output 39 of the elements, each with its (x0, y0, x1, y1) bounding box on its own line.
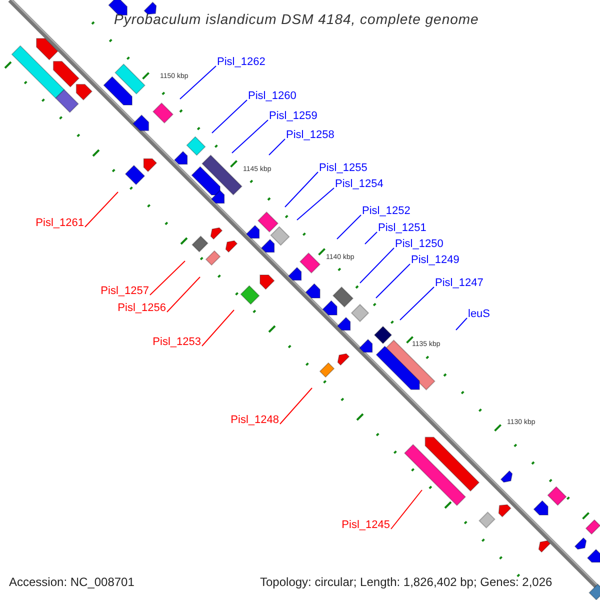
gene-label: Pisl_1249 (411, 254, 460, 267)
gene-label: Pisl_1250 (395, 238, 444, 251)
leader-line (360, 248, 394, 284)
gene-label: Pisl_1253 (152, 336, 201, 349)
gene-label: Pisl_1256 (118, 302, 166, 315)
gene-label: Pisl_1252 (362, 205, 410, 218)
leader-line (296, 188, 334, 220)
leader-line (284, 172, 318, 208)
leader-line (280, 388, 312, 424)
leader-line (202, 310, 234, 346)
leader-line (150, 260, 186, 296)
leader-line (232, 120, 268, 154)
gene-label: Pisl_1248 (230, 414, 279, 427)
leader-line (212, 100, 248, 134)
gene-label: leuS (468, 308, 490, 321)
leader-line (268, 138, 286, 156)
leader-line (400, 286, 434, 320)
gene-label: Pisl_1260 (248, 90, 296, 103)
leader-line (166, 276, 200, 312)
leader-line (180, 66, 216, 100)
leader-line (336, 214, 362, 240)
gene-label: Pisl_1261 (36, 217, 84, 230)
leader-line (364, 232, 378, 244)
gene-label: Pisl_1247 (435, 277, 484, 290)
leader-line (456, 318, 468, 330)
gene-label: Pisl_1251 (378, 222, 426, 235)
leader-line (390, 490, 422, 530)
leader-line (84, 192, 118, 228)
gene-label: Pisl_1257 (100, 285, 149, 298)
title: Pyrobaculum islandicum DSM 4184, complete genome (114, 10, 479, 29)
footer-text: Accession: NC_008701 (9, 574, 134, 591)
gene-label: Pisl_1245 (342, 519, 390, 532)
gene-label: Pisl_1255 (319, 162, 368, 175)
gene-label: Pisl_1258 (286, 129, 334, 142)
gene-label: Pisl_1262 (217, 56, 266, 69)
gene-label: Pisl_1259 (269, 110, 318, 123)
footer-text: Topology: circular; Length: 1,826,402 bp; Genes: 2,026 (260, 574, 552, 591)
leader-line (376, 264, 410, 298)
gene-label: Pisl_1254 (335, 178, 384, 191)
